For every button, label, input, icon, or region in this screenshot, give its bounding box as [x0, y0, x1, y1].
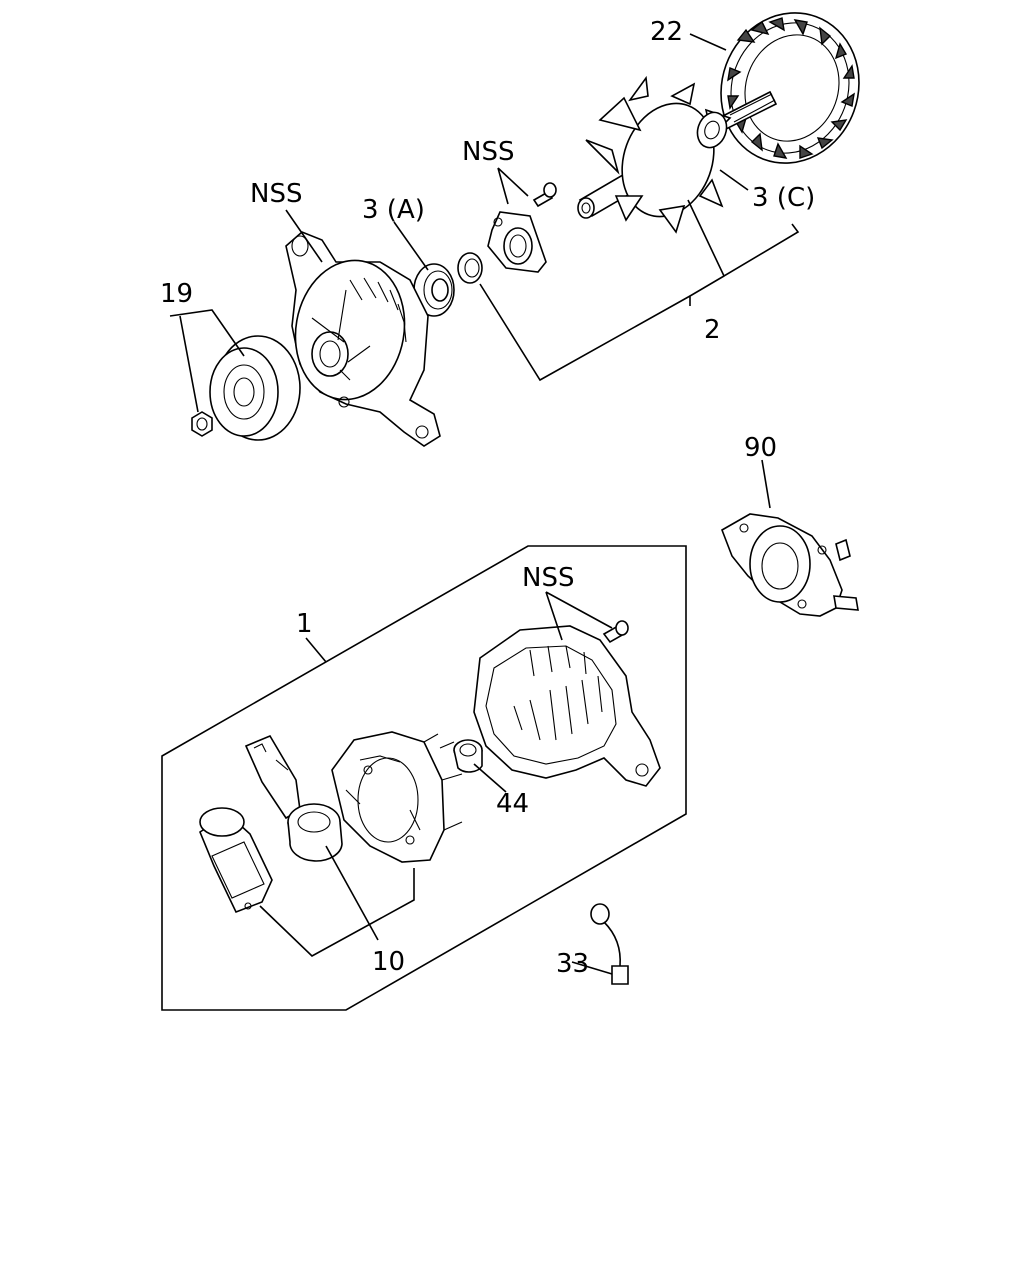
- rear-frame-screw-part[interactable]: [602, 620, 629, 644]
- rectifier-plate-part[interactable]: [331, 731, 463, 863]
- stator-part[interactable]: [700, 0, 880, 183]
- harness-part[interactable]: [590, 903, 629, 985]
- callout-1: 1: [296, 609, 313, 639]
- spacer-ring-part[interactable]: [457, 252, 483, 284]
- callout-nss-front-frame: NSS: [250, 179, 302, 209]
- front-frame-part[interactable]: [285, 231, 441, 447]
- callout-labels: 22 NSS NSS 3 (A) 3 (C) 19 2 90 NSS 1 44 …: [160, 17, 815, 979]
- rotor-part[interactable]: [577, 75, 778, 234]
- callout-nss-retainer: NSS: [462, 137, 514, 167]
- callout-10: 10: [372, 947, 405, 977]
- bearing-44-part[interactable]: [453, 739, 483, 773]
- callout-2: 2: [704, 315, 721, 345]
- callout-90: 90: [744, 433, 777, 463]
- callout-3a: 3 (A): [362, 195, 425, 225]
- callout-44: 44: [496, 789, 529, 819]
- retainer-plate-part[interactable]: [487, 211, 547, 273]
- regulator-part[interactable]: [199, 807, 273, 914]
- bearing-3a-part[interactable]: [413, 263, 455, 317]
- brush-holder-part[interactable]: [244, 734, 301, 820]
- vacuum-pump-part[interactable]: [721, 513, 859, 617]
- callout-22: 22: [650, 17, 683, 47]
- callout-nss-rear-frame: NSS: [522, 563, 574, 593]
- callout-3c: 3 (C): [752, 183, 815, 213]
- rear-frame-part[interactable]: [473, 625, 661, 787]
- alternator-assembly-outline: [161, 545, 687, 1011]
- screw-part[interactable]: [532, 182, 557, 208]
- leader-lines: [169, 33, 800, 975]
- pulley-nut-part[interactable]: [191, 411, 213, 437]
- callout-33: 33: [556, 949, 589, 979]
- brush-part[interactable]: [287, 803, 343, 862]
- callout-19: 19: [160, 279, 193, 309]
- pulley-part[interactable]: [209, 335, 301, 441]
